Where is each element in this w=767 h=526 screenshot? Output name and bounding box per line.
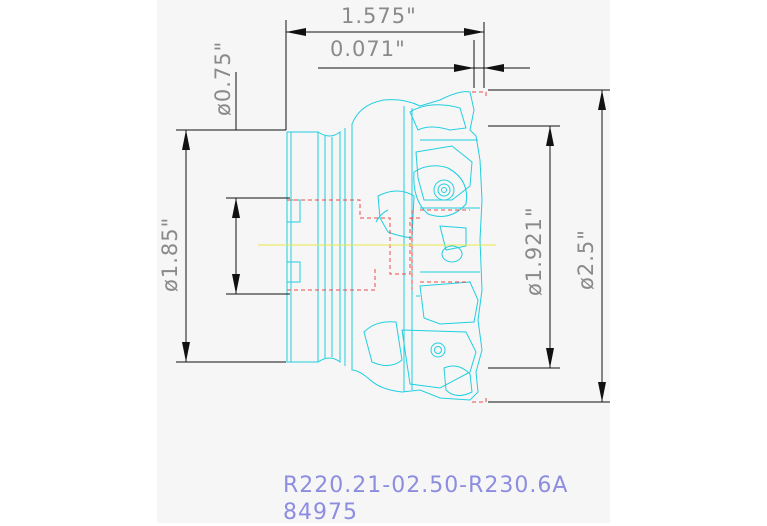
dim-bore: ø0.75": [211, 41, 235, 116]
hidden-lines: [287, 91, 487, 403]
dim-flange: 0.071": [330, 37, 406, 61]
dim-cutting-diameter: ø2.5": [574, 229, 598, 290]
part-code: 84975: [283, 500, 358, 525]
cutter-outline: [286, 91, 483, 401]
dim-body-diameter: ø1.921": [522, 206, 546, 296]
part-label: R220.21-02.50-R230.6A 84975: [283, 472, 568, 526]
dimension-lines: [176, 20, 610, 403]
drawing-sheet: [157, 0, 610, 523]
dim-hub-diameter: ø1.85": [158, 217, 182, 292]
part-number: R220.21-02.50-R230.6A: [283, 473, 569, 498]
dim-overall-length: 1.575": [341, 4, 417, 28]
